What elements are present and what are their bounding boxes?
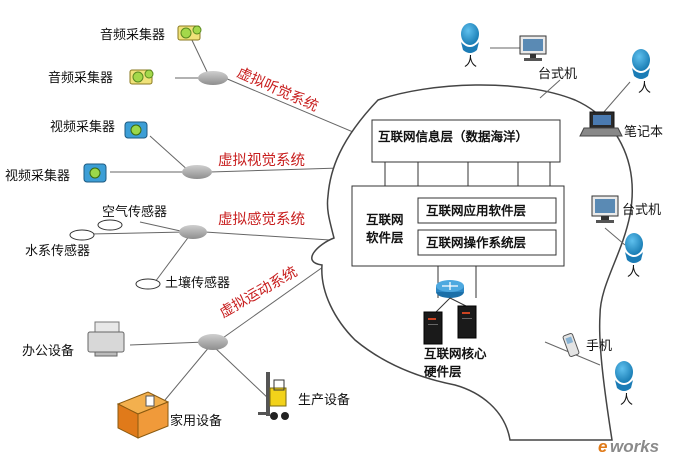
info-layer-label: 互联网信息层（数据海洋）	[378, 129, 528, 144]
software-layer-label-line1: 互联网	[366, 212, 404, 227]
desktop-2-label: 台式机	[622, 203, 661, 218]
phone-icon	[562, 333, 580, 357]
video-collector-2: 视频采集器	[5, 163, 107, 184]
speaker-icon	[129, 69, 154, 85]
audio-collector-2: 音频采集器	[48, 69, 154, 86]
video-collector-1-label: 视频采集器	[50, 119, 115, 135]
printer-icon	[87, 321, 125, 357]
person-right-middle: 人	[625, 233, 643, 280]
phone: 手机	[562, 333, 612, 357]
core-hardware-label-line2: 硬件层	[424, 364, 462, 379]
production-equipment: 生产设备	[258, 372, 350, 420]
soil-sensor-label: 土壤传感器	[165, 275, 230, 291]
person-right-middle-label: 人	[627, 265, 640, 280]
left-connectors	[89, 35, 373, 401]
appliance-icon	[116, 391, 170, 439]
app-software-layer-label: 互联网应用软件层	[426, 203, 527, 218]
sensation-system-label: 虚拟感觉系统	[218, 211, 305, 228]
person-icon	[461, 23, 479, 53]
audio-collector-1-label: 音频采集器	[100, 27, 165, 43]
vision-system-label: 虚拟视觉系统	[218, 152, 305, 169]
sensation-hub	[179, 225, 207, 239]
water-sensor: 水系传感器	[25, 229, 95, 259]
watermark-works: works	[610, 437, 659, 456]
video-collector-1: 视频采集器	[50, 119, 148, 139]
motion-hub	[198, 334, 228, 350]
person-top: 人	[461, 23, 479, 70]
phone-label: 手机	[586, 339, 612, 354]
connector-ticks	[384, 162, 551, 186]
audio-collector-2-label: 音频采集器	[48, 70, 113, 86]
sensor-node-icon	[69, 229, 95, 241]
os-layer-box: 互联网操作系统层	[417, 229, 557, 256]
router-icon	[436, 280, 464, 298]
laptop-icon	[579, 111, 623, 137]
monitor-icon	[591, 195, 619, 223]
laptop-label: 笔记本	[624, 124, 663, 140]
eworks-watermark: e works	[598, 437, 659, 456]
person-right-upper-label: 人	[638, 81, 651, 96]
laptop: 笔记本	[579, 111, 663, 140]
info-layer-box: 互联网信息层（数据海洋）	[371, 119, 561, 163]
water-sensor-label: 水系传感器	[25, 243, 90, 259]
sensor-node-icon	[135, 278, 161, 290]
core-hardware: 互联网核心 硬件层	[423, 266, 487, 379]
speaker-icon	[177, 25, 202, 41]
home-equipment: 家用设备	[116, 391, 222, 439]
soil-sensor: 土壤传感器	[135, 275, 230, 291]
desktop-1: 台式机	[519, 35, 577, 82]
home-equipment-label: 家用设备	[170, 413, 222, 429]
person-right-upper: 人	[632, 49, 651, 96]
person-icon	[625, 233, 643, 263]
server-icon	[457, 305, 477, 339]
hearing-system-label: 虚拟听觉系统	[234, 64, 320, 115]
desktop-2: 台式机	[591, 195, 661, 223]
app-software-layer-box: 互联网应用软件层	[417, 197, 557, 224]
monitor-icon	[519, 35, 547, 61]
watermark-e: e	[598, 437, 607, 456]
sensor-node-icon	[97, 219, 123, 231]
core-hardware-label-line1: 互联网核心	[424, 346, 487, 361]
person-icon	[615, 361, 633, 391]
camera-icon	[124, 121, 148, 139]
vision-hub	[182, 165, 212, 179]
air-sensor: 空气传感器	[97, 204, 167, 231]
camera-icon	[83, 163, 107, 183]
air-sensor-label: 空气传感器	[102, 204, 167, 220]
software-layer-label-line2: 软件层	[366, 230, 404, 245]
forklift-icon	[258, 372, 289, 420]
hearing-hub	[198, 71, 228, 85]
person-right-lower-label: 人	[620, 393, 633, 408]
person-icon	[632, 49, 650, 79]
audio-collector-1: 音频采集器	[100, 25, 202, 43]
desktop-1-label: 台式机	[538, 67, 577, 82]
os-layer-label: 互联网操作系统层	[426, 235, 527, 250]
office-equipment-label: 办公设备	[22, 343, 74, 359]
office-equipment: 办公设备	[22, 321, 125, 359]
person-top-label: 人	[464, 55, 477, 70]
production-equipment-label: 生产设备	[298, 392, 350, 408]
server-icon	[423, 311, 443, 345]
video-collector-2-label: 视频采集器	[5, 168, 70, 184]
person-right-lower: 人	[615, 361, 633, 408]
